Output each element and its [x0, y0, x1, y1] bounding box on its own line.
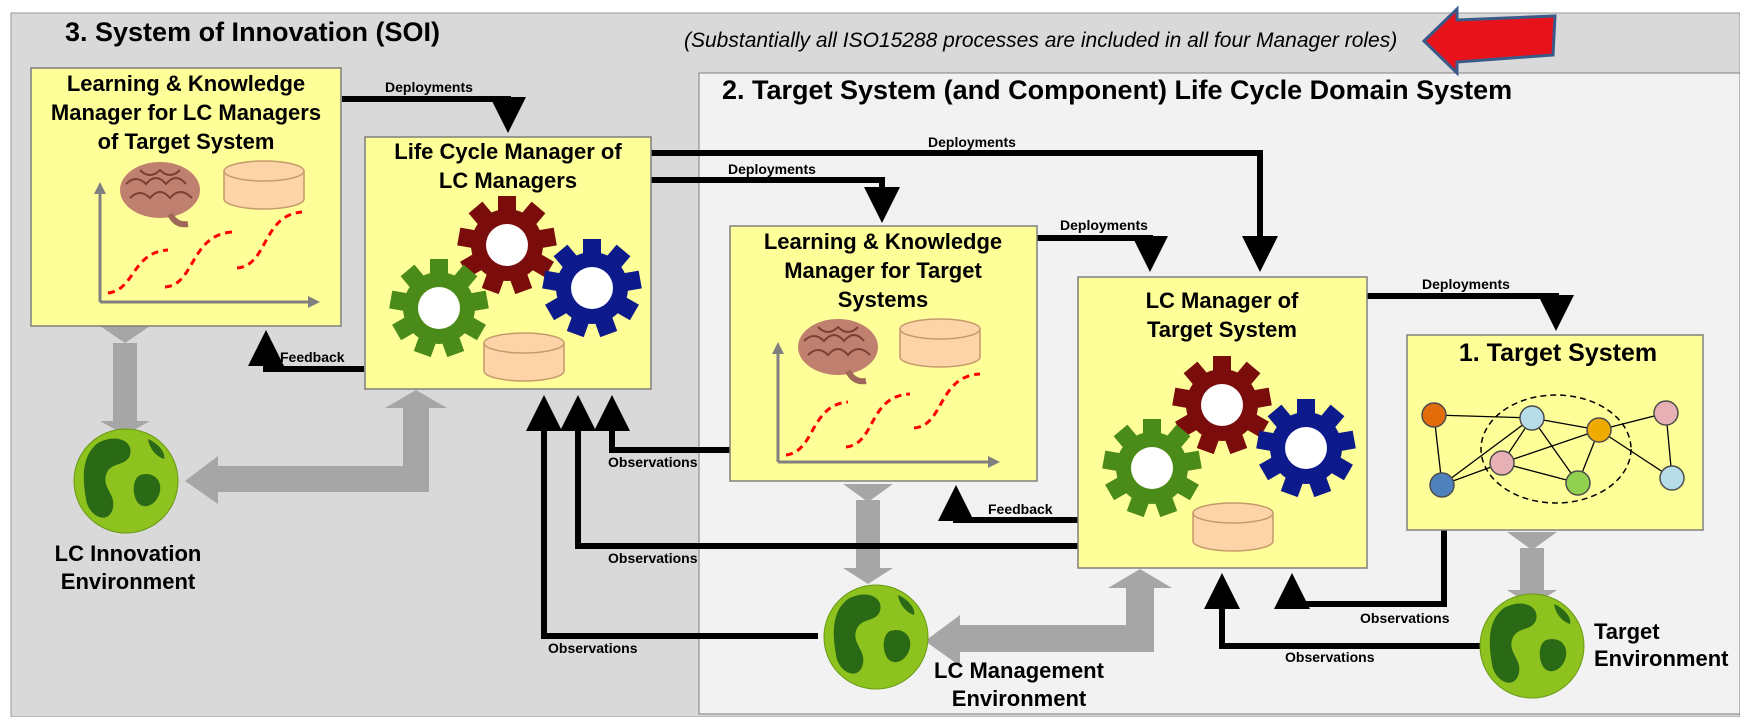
lk-lc-title-line1: Learning & Knowledge [67, 71, 305, 96]
domain-title: 2. Target System (and Component) Life Cy… [722, 75, 1512, 105]
lcm-of-target-system-box: LC Manager of Target System [1077, 276, 1368, 569]
label-observations: Observations [548, 640, 638, 656]
database-icon [223, 160, 305, 210]
database-icon [899, 318, 981, 368]
target-env-line1: Target [1594, 619, 1660, 644]
lcm-ts-title-line1: LC Manager of [1146, 288, 1299, 313]
lcm-of-lc-managers-box: Life Cycle Manager of LC Managers [364, 136, 652, 390]
globe-icon [73, 428, 179, 534]
label-observations: Observations [608, 454, 698, 470]
lcm-ts-title-line2: Target System [1147, 317, 1297, 342]
lk-ts-title-line1: Learning & Knowledge [764, 229, 1002, 254]
lcm-lcm-title-line2: LC Managers [439, 168, 577, 193]
label-deployments: Deployments [728, 161, 816, 177]
environment-arrows [100, 326, 1557, 666]
label-feedback: Feedback [988, 501, 1053, 517]
lc-management-env-line1: LC Management [934, 658, 1105, 683]
target-system-box: 1. Target System [1406, 334, 1704, 531]
ts-title: 1. Target System [1459, 339, 1657, 367]
lk-manager-ts-box: Learning & Knowledge Manager for Target … [729, 225, 1038, 482]
label-feedback: Feedback [280, 349, 345, 365]
learning-curve-chart-icon [94, 182, 320, 308]
arrow-labels: Deployments Deployments Deployments Depl… [280, 79, 1510, 665]
network-graph-icon [1421, 394, 1685, 504]
lc-management-env-line2: Environment [952, 686, 1087, 711]
lc-innovation-env-line1: LC Innovation [55, 541, 202, 566]
label-deployments: Deployments [1060, 217, 1148, 233]
lk-ts-title-line3: Systems [838, 287, 929, 312]
database-icon [1192, 502, 1274, 552]
lc-innovation-env-line2: Environment [61, 569, 196, 594]
globe-icon [1479, 593, 1585, 699]
callout-arrow-icon [1421, 5, 1557, 77]
lcm-lcm-title-line1: Life Cycle Manager of [394, 139, 622, 164]
database-icon [483, 332, 565, 382]
flow-arrows [248, 96, 1574, 649]
lk-lc-title-line3: of Target System [98, 129, 275, 154]
label-deployments: Deployments [928, 134, 1016, 150]
label-deployments: Deployments [1422, 276, 1510, 292]
globe-icon [823, 584, 929, 690]
lk-manager-lc-box: Learning & Knowledge Manager for LC Mana… [30, 67, 342, 327]
soi-title: 3. System of Innovation (SOI) [65, 17, 440, 47]
learning-curve-chart-icon [772, 342, 1000, 468]
lk-ts-title-line2: Manager for Target [784, 258, 982, 283]
iso-note: (Substantially all ISO15288 processes ar… [684, 29, 1397, 52]
lk-lc-title-line2: Manager for LC Managers [51, 100, 321, 125]
label-observations: Observations [1360, 610, 1450, 626]
label-deployments: Deployments [385, 79, 473, 95]
target-env-line2: Environment [1594, 646, 1729, 671]
label-observations: Observations [608, 550, 698, 566]
label-observations: Observations [1285, 649, 1375, 665]
